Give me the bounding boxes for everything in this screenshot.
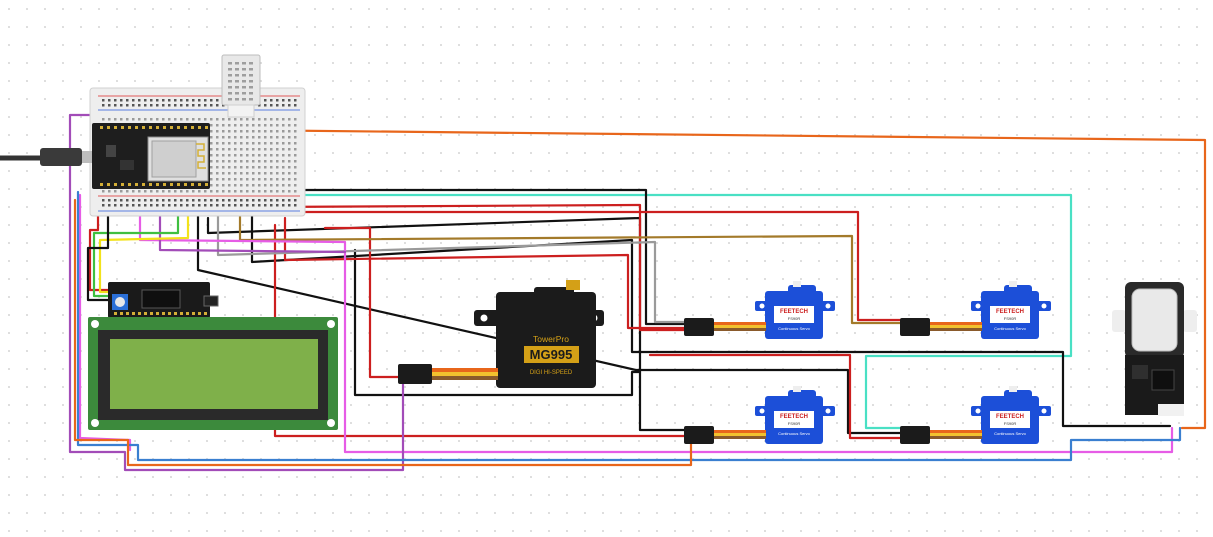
lcd-display (88, 317, 338, 430)
wire-brown (238, 211, 907, 325)
wire-teal (183, 193, 1073, 430)
nodemcu-pins (100, 126, 208, 186)
servo-d-model: FS90R (1004, 421, 1017, 426)
wire-red-2 (273, 210, 907, 322)
servo-d-spec: Continuous Servo (994, 431, 1027, 436)
wiring (68, 113, 1207, 472)
servo-d-brand: FEETECH (996, 414, 1024, 420)
i2c-lcd-backpack (108, 282, 219, 318)
servo-b-model: FS90R (1004, 316, 1017, 321)
servo-c-cable (684, 426, 766, 444)
servo-big-caption: DIGI HI-SPEED (530, 370, 573, 376)
servo-fs90r-1: FEETECH FS90R Continuous Servo (755, 281, 835, 339)
servo-c-brand: FEETECH (780, 414, 808, 420)
usb-cable (0, 148, 96, 166)
servo-b-brand: FEETECH (996, 309, 1024, 315)
wire-black-mg (353, 248, 642, 397)
wire-black-main (110, 188, 687, 326)
wire-green (92, 196, 180, 298)
wire-red-3 (283, 216, 687, 330)
wire-red-5 (648, 353, 907, 440)
wire-purple-2 (158, 198, 347, 254)
servo-big-model: MG995 (530, 347, 573, 362)
i2c-pins (114, 312, 207, 315)
nodemcu-board (92, 123, 210, 189)
wire-blue (76, 190, 1182, 462)
servo-a-brand: FEETECH (780, 309, 808, 315)
wire-orange-top (230, 128, 1207, 430)
wire-black-fp (250, 210, 1172, 428)
wire-gray (216, 205, 687, 324)
fingerprint-sensor (1112, 282, 1197, 416)
wire-red-lcd (88, 213, 110, 292)
servo-fs90r-2: FEETECH FS90R Continuous Servo (971, 281, 1051, 339)
wire-yellow (98, 193, 190, 294)
servo-b-spec: Continuous Servo (994, 326, 1027, 331)
wire-black-lcd (86, 208, 112, 302)
servo-a-model: FS90R (788, 316, 801, 321)
wire-purple (68, 113, 405, 472)
servo-a-spec: Continuous Servo (778, 326, 811, 331)
servo-c-spec: Continuous Servo (778, 431, 811, 436)
servo-big-cable (398, 364, 498, 384)
wire-black-lower (196, 210, 907, 435)
servo-fs90r-3: FEETECH FS90R Continuous Servo (755, 386, 835, 444)
wire-orange-lower (73, 198, 693, 467)
servo-fs90r-4: FEETECH FS90R Continuous Servo (971, 386, 1051, 444)
servo-mg995: TowerPro MG995 DIGI HI-SPEED (474, 280, 604, 388)
servo-c-model: FS90R (788, 421, 801, 426)
dht-humidity-sensor (221, 54, 261, 118)
wire-red-mg (323, 226, 400, 379)
wire-red-4 (273, 223, 687, 438)
servo-big-brand: TowerPro (533, 334, 569, 344)
servo-a-cable (684, 318, 766, 336)
wire-red-1 (263, 203, 687, 332)
servo-b-cable (900, 318, 982, 336)
servo-d-cable (900, 426, 982, 444)
